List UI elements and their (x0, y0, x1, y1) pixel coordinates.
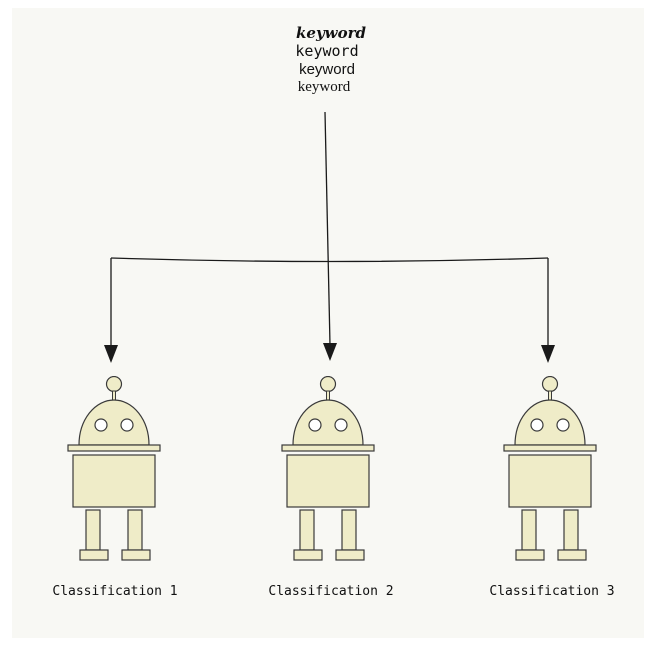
keyword-label-4: keyword (297, 79, 351, 95)
classification-label-2: Classification 2 (268, 584, 394, 599)
trunk-arrow-line (324, 111, 331, 346)
robot-icon-2 (281, 376, 375, 561)
keyword-label-2: keyword (295, 42, 359, 60)
classification-label-1: Classification 1 (52, 584, 178, 599)
robot-icon-1 (67, 376, 161, 561)
branch-line (110, 257, 549, 263)
diagram-canvas (12, 8, 644, 638)
robot-icon-3 (503, 376, 597, 561)
classification-label-3: Classification 3 (489, 584, 615, 599)
arrowhead-1 (104, 345, 118, 363)
keyword-label-3: keyword (299, 61, 355, 78)
arrowhead-2 (323, 343, 337, 361)
arrowhead-3 (541, 345, 555, 363)
keyword-label-1: keyword (296, 24, 366, 42)
